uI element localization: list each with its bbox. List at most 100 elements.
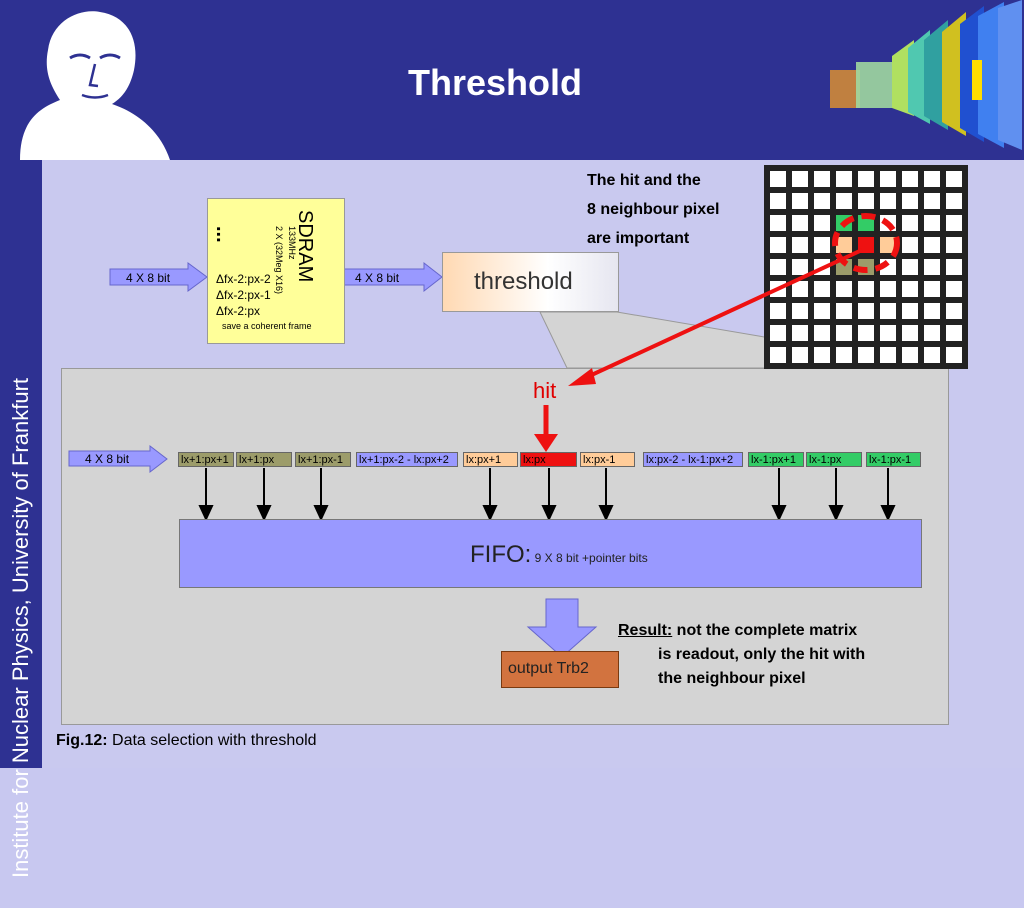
page-title: Threshold	[407, 62, 582, 103]
matrix-pixel	[858, 347, 874, 363]
fifo-subtitle: 9 X 8 bit +pointer bits	[531, 551, 648, 565]
register-cell: lx+1:px+1	[178, 452, 234, 467]
matrix-pixel	[902, 281, 918, 297]
input-arrow-2	[338, 261, 443, 293]
input-arrow-label: 4 X 8 bit	[126, 271, 171, 285]
result-line: not the complete matrix	[672, 622, 858, 639]
fifo-arrows	[198, 468, 896, 522]
matrix-pixel	[792, 215, 808, 231]
fifo-label: FIFO: 9 X 8 bit +pointer bits	[470, 541, 648, 569]
input-arrow-label: 4 X 8 bit	[355, 271, 400, 285]
matrix-pixel	[792, 303, 808, 319]
result-heading: Result:	[618, 622, 673, 639]
matrix-pixel	[880, 303, 896, 319]
matrix-pixel	[946, 259, 962, 275]
sdram-line: Δfx-2:px-1	[216, 288, 271, 302]
fifo-arrow-head	[256, 505, 272, 522]
matrix-pixel	[880, 171, 896, 187]
matrix-pixel	[814, 281, 830, 297]
matrix-pixel	[902, 303, 918, 319]
matrix-pixel	[814, 325, 830, 341]
sdram-line: Δfx-2:px	[216, 304, 261, 318]
result-line: is readout, only the hit with	[658, 646, 866, 663]
matrix-pixel	[924, 171, 940, 187]
matrix-pixel	[836, 303, 852, 319]
matrix-pixel	[792, 259, 808, 275]
matrix-pixel	[946, 325, 962, 341]
matrix-pixel	[770, 193, 786, 209]
fifo-arrow-head	[598, 505, 614, 522]
output-block	[501, 651, 619, 688]
threshold-block	[442, 252, 619, 312]
matrix-pixel	[858, 303, 874, 319]
matrix-pixel	[792, 325, 808, 341]
matrix-pixel	[924, 347, 940, 363]
output-arrow	[526, 598, 598, 658]
matrix-pixel	[902, 193, 918, 209]
notice-line: The hit and the	[587, 172, 701, 189]
fifo-arrow-head	[482, 505, 498, 522]
threshold-label: threshold	[474, 268, 573, 295]
pixel-notice: The hit and the 8 neighbour pixel are im…	[587, 166, 719, 253]
matrix-pixel	[792, 347, 808, 363]
matrix-pixel	[924, 193, 940, 209]
sdram-clock: 133MHz	[287, 226, 297, 260]
result-text: Result: not the complete matrix is reado…	[618, 619, 948, 691]
matrix-pixel	[902, 259, 918, 275]
matrix-pixel	[770, 259, 786, 275]
matrix-pixel	[858, 281, 874, 297]
caption-text: Data selection with threshold	[107, 732, 317, 749]
register-cell: lx-1:px+1	[748, 452, 804, 467]
result-line: the neighbour pixel	[658, 670, 806, 687]
matrix-pixel	[770, 215, 786, 231]
register-cell: lx+1:px-2 - lx:px+2	[356, 452, 458, 467]
matrix-pixel	[902, 215, 918, 231]
matrix-pixel	[946, 193, 962, 209]
hit-pointer-arrow	[584, 248, 863, 380]
matrix-pixel	[858, 171, 874, 187]
input-arrow-3	[68, 444, 168, 474]
fifo-title: FIFO:	[470, 541, 532, 568]
register-cell: lx-1:px-1	[866, 452, 921, 467]
matrix-pixel	[836, 259, 852, 275]
sdram-dots: ...	[212, 226, 234, 243]
input-arrow-label: 4 X 8 bit	[85, 452, 130, 466]
matrix-pixel	[924, 303, 940, 319]
caption-heading: Fig.12:	[56, 732, 108, 749]
matrix-pixel	[836, 193, 852, 209]
matrix-pixel	[814, 237, 830, 253]
matrix-pixel	[770, 303, 786, 319]
sdram-size: 2 X (32Meg X16)	[274, 226, 284, 295]
hit-circle	[832, 213, 900, 273]
matrix-pixel	[880, 281, 896, 297]
matrix-pixel	[836, 281, 852, 297]
diagram-shapes	[68, 165, 968, 658]
register-cell: lx:px-1	[580, 452, 635, 467]
matrix-pixel	[924, 237, 940, 253]
matrix-pixel	[770, 171, 786, 187]
fifo-arrow-head	[828, 505, 844, 522]
matrix-pixel	[902, 347, 918, 363]
matrix-pixel	[792, 237, 808, 253]
fifo-arrow-head	[880, 505, 896, 522]
hit-down-arrow	[534, 434, 558, 452]
fifo-arrow-head	[313, 505, 329, 522]
matrix-pixel	[858, 325, 874, 341]
matrix-pixel	[814, 215, 830, 231]
matrix-pixel	[836, 237, 852, 253]
notice-line: 8 neighbour pixel	[587, 201, 720, 218]
register-cell: lx-1:px	[806, 452, 862, 467]
matrix-pixel	[814, 347, 830, 363]
matrix-pixel	[836, 325, 852, 341]
matrix-pixel	[946, 237, 962, 253]
sdram-note: save a coherent frame	[222, 321, 312, 331]
fifo-arrow-head	[198, 505, 214, 522]
matrix-pixel	[946, 347, 962, 363]
matrix-pixel	[880, 193, 896, 209]
pixel-matrix	[764, 165, 968, 369]
register-cell: lx+1:px	[236, 452, 292, 467]
matrix-pixel	[946, 215, 962, 231]
hit-label: hit	[533, 378, 557, 403]
matrix-pixel	[880, 237, 896, 253]
register-cell: lx:px+1	[463, 452, 518, 467]
